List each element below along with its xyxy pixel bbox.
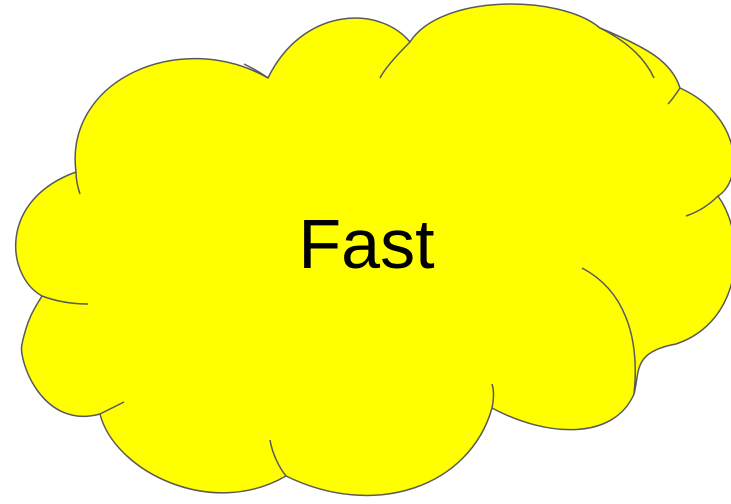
cloud-label: Fast: [1, 204, 731, 284]
